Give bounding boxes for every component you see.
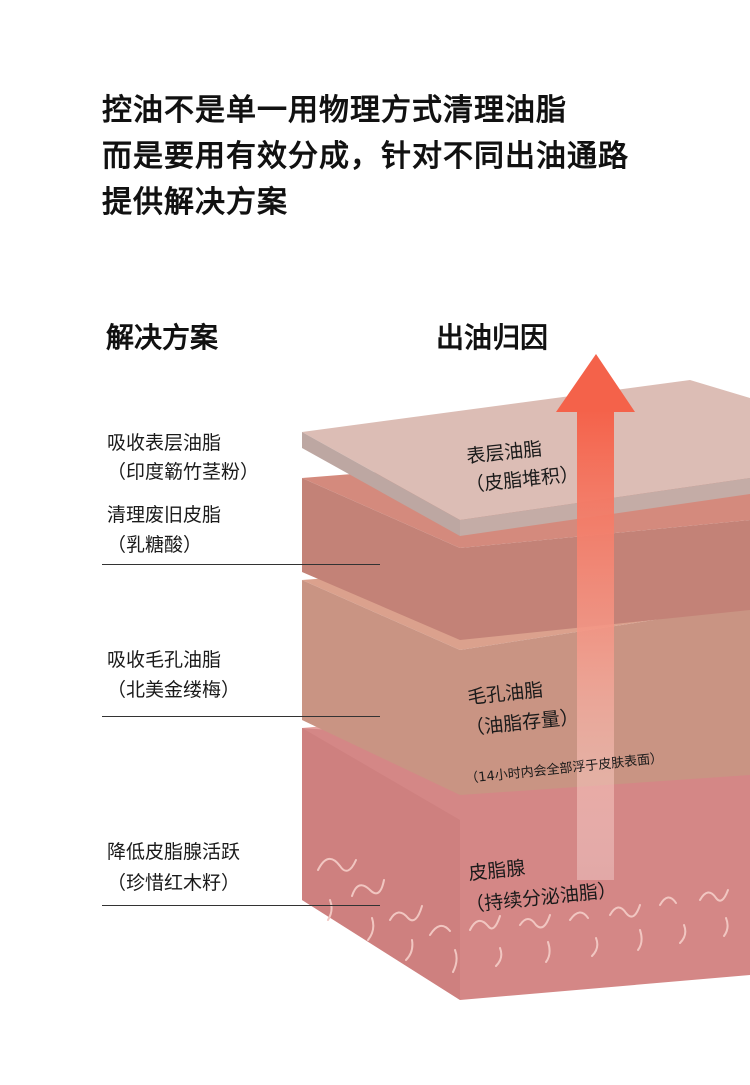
divider-line-3	[102, 905, 380, 906]
solution-3-ingredient: （北美金缕梅）	[107, 675, 240, 705]
solution-2-ingredient: （乳糖酸）	[107, 530, 202, 560]
arrow-head	[556, 354, 635, 412]
solution-4-ingredient: （珍惜红木籽）	[107, 868, 240, 898]
solution-4-title: 降低皮脂腺活跃	[107, 837, 240, 867]
divider-line-2	[102, 716, 380, 717]
gland-layer-title: 皮脂腺	[467, 854, 527, 889]
solution-1-ingredient: （印度簕竹茎粉）	[107, 457, 259, 487]
solution-2-title: 清理废旧皮脂	[107, 500, 221, 530]
divider-line-1	[102, 564, 380, 565]
arrow-shaft	[577, 410, 614, 880]
solution-3-title: 吸收毛孔油脂	[107, 645, 221, 675]
solution-1-title: 吸收表层油脂	[107, 428, 221, 458]
